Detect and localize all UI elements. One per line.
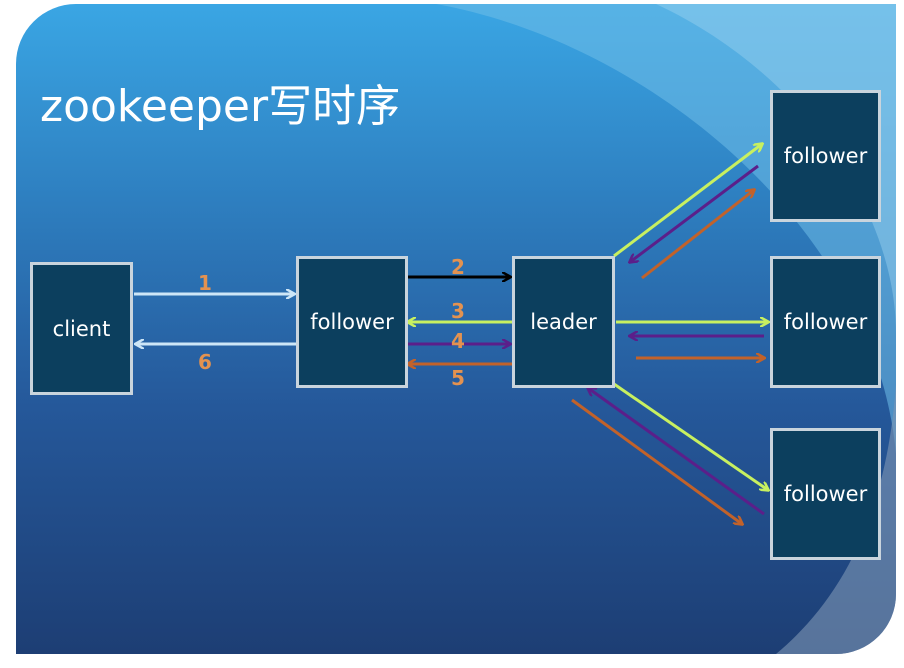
slide: zookeeper写时序 bbox=[16, 4, 896, 654]
step-label-2: 2 bbox=[451, 255, 465, 279]
arrow-commit-bottom bbox=[571, 398, 742, 524]
step-label-4: 4 bbox=[451, 329, 465, 353]
arrow-ack-bottom bbox=[588, 388, 765, 516]
arrow-proposal-top bbox=[613, 144, 762, 258]
arrow-proposal-bottom bbox=[613, 382, 768, 490]
follower-node-right: follower bbox=[770, 256, 881, 388]
step-label-5: 5 bbox=[451, 366, 465, 390]
arrow-commit-top bbox=[641, 190, 754, 280]
step-label-3: 3 bbox=[451, 299, 465, 323]
client-node: client bbox=[30, 262, 133, 395]
step-label-1: 1 bbox=[198, 271, 212, 295]
leader-node: leader bbox=[512, 256, 615, 388]
step-label-6: 6 bbox=[198, 350, 212, 374]
arrow-ack-top bbox=[630, 164, 759, 262]
sequence-diagram bbox=[134, 4, 896, 654]
slide-title: zookeeper写时序 bbox=[40, 81, 401, 132]
follower-node-mid: follower bbox=[296, 256, 408, 388]
follower-node-top: follower bbox=[770, 90, 881, 222]
follower-node-bottom: follower bbox=[770, 428, 881, 560]
